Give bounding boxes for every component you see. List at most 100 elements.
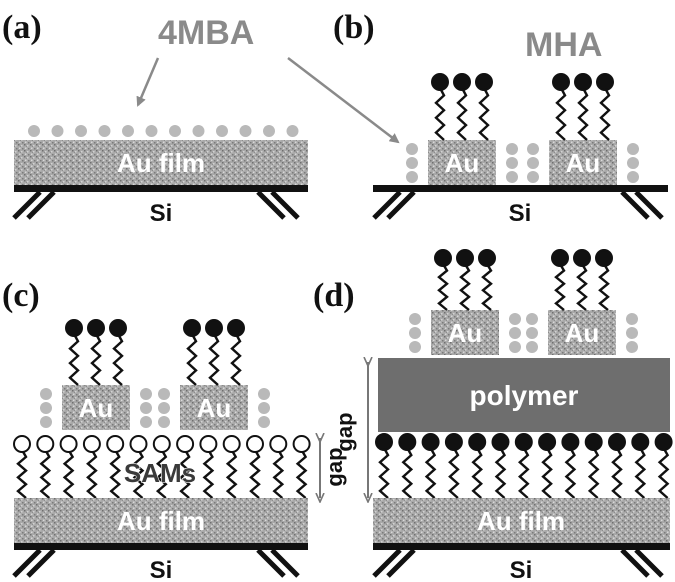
alkyl-chain	[230, 333, 242, 386]
carboxyl-head-filled	[421, 433, 440, 451]
carboxyl-head-open	[152, 435, 171, 453]
alkyl-chain	[456, 87, 468, 141]
alkyl-chain	[554, 263, 566, 311]
mha-layer-d-bottom	[375, 433, 673, 499]
mha-molecule-bottom	[561, 433, 580, 499]
au-island-label-d1: Au	[448, 318, 483, 348]
alkyl-chain	[448, 447, 460, 499]
si-label-d: Si	[510, 557, 533, 582]
mba-molecule	[75, 125, 87, 137]
mba-molecule	[527, 171, 539, 183]
carboxyl-head-open	[222, 435, 241, 453]
gap-label-c: gap	[322, 447, 347, 486]
carboxyl-head-open	[199, 435, 218, 453]
mba-molecule	[409, 327, 421, 339]
mba-side-dots-d	[409, 313, 638, 353]
panel-b: (b) MHA Au Au Si	[287, 9, 668, 227]
mba-dot-row-a	[28, 125, 299, 137]
carboxyl-head-filled	[596, 73, 614, 91]
au-film-label-d: Au film	[477, 506, 565, 536]
carboxyl-head-filled	[608, 433, 626, 451]
alkyl-chain	[481, 263, 493, 311]
carboxyl-head-open	[269, 435, 288, 453]
sam-molecule	[176, 435, 195, 499]
mha-molecules-b	[431, 73, 614, 141]
alkyl-chain	[494, 447, 507, 499]
alkyl-chain	[437, 263, 449, 311]
alkyl-chain	[179, 449, 191, 499]
mba-molecule	[626, 341, 638, 353]
mba-arrow-b	[287, 57, 400, 144]
mba-molecule	[626, 327, 638, 339]
mba-molecule	[406, 171, 418, 183]
panel-d: (d) Au Au polymer gap Au film Si	[313, 249, 673, 582]
mha-molecule	[65, 319, 83, 386]
alkyl-chain	[225, 449, 238, 499]
carboxyl-head-filled	[475, 73, 493, 91]
mba-molecule	[258, 416, 270, 428]
mha-molecule	[552, 73, 570, 141]
alkyl-chain	[186, 333, 198, 386]
mha-molecule	[431, 73, 449, 141]
sam-molecule	[59, 435, 78, 499]
carboxyl-head-filled	[444, 433, 463, 451]
mba-molecule	[40, 388, 52, 400]
alkyl-chain	[599, 87, 611, 141]
carboxyl-head-filled	[478, 249, 496, 267]
alkyl-chain	[62, 449, 75, 499]
carboxyl-head-filled	[109, 319, 127, 337]
panel-a-label: (a)	[2, 9, 42, 46]
mha-molecule	[434, 249, 452, 311]
alkyl-chain	[478, 87, 490, 141]
carboxyl-head-open	[246, 435, 264, 453]
carboxyl-head-filled	[514, 433, 533, 451]
mba-molecule	[627, 171, 639, 183]
carboxyl-head-filled	[574, 73, 592, 91]
mha-molecules-c	[65, 319, 245, 386]
alkyl-chain	[541, 447, 553, 499]
carboxyl-head-open	[129, 435, 148, 453]
au-island-label-c1: Au	[79, 393, 114, 423]
carboxyl-head-open	[13, 435, 31, 453]
alkyl-chain	[90, 333, 102, 386]
carboxyl-head-filled	[538, 433, 557, 451]
mba-molecule	[216, 125, 228, 137]
alkyl-chain	[471, 447, 484, 499]
alkyl-chain	[68, 333, 80, 386]
alkyl-chain	[634, 447, 647, 499]
mba-molecule	[526, 327, 538, 339]
carboxyl-head-filled	[375, 433, 393, 451]
alkyl-chain	[112, 333, 124, 386]
au-island-c2: Au	[180, 385, 248, 430]
mha-molecule-bottom	[468, 433, 487, 499]
mba-molecule	[158, 402, 170, 414]
au-film-label-c: Au film	[117, 506, 205, 536]
mba-molecule	[263, 125, 275, 137]
mha-molecule-bottom	[608, 433, 626, 499]
au-island-d2: Au	[548, 310, 616, 355]
carboxyl-head-filled	[453, 73, 471, 91]
alkyl-chain	[39, 449, 52, 499]
alkyl-chain	[378, 447, 390, 499]
alkyl-chain	[517, 447, 530, 499]
mba-molecule	[192, 125, 205, 137]
mha-molecule-bottom	[491, 433, 510, 499]
mba-label: 4MBA	[158, 14, 254, 52]
alkyl-chain	[564, 447, 577, 499]
carboxyl-head-filled	[65, 319, 83, 337]
mha-label: MHA	[525, 26, 602, 64]
alkyl-chain	[272, 449, 285, 499]
mba-molecule	[51, 125, 64, 137]
mha-molecule	[456, 249, 474, 311]
sam-molecule	[222, 435, 241, 499]
mba-molecule	[509, 327, 521, 339]
carboxyl-head-filled	[631, 433, 650, 451]
mba-side-dots-b	[406, 143, 639, 183]
mha-molecule-bottom	[375, 433, 393, 499]
au-island-label-b2: Au	[566, 148, 601, 178]
mha-molecule	[205, 319, 223, 386]
mha-molecule-bottom	[538, 433, 557, 499]
panel-c: (c) Au Au SAMs gap Au film Si	[2, 277, 347, 582]
mba-molecule	[406, 143, 418, 155]
sam-molecule	[269, 435, 288, 499]
